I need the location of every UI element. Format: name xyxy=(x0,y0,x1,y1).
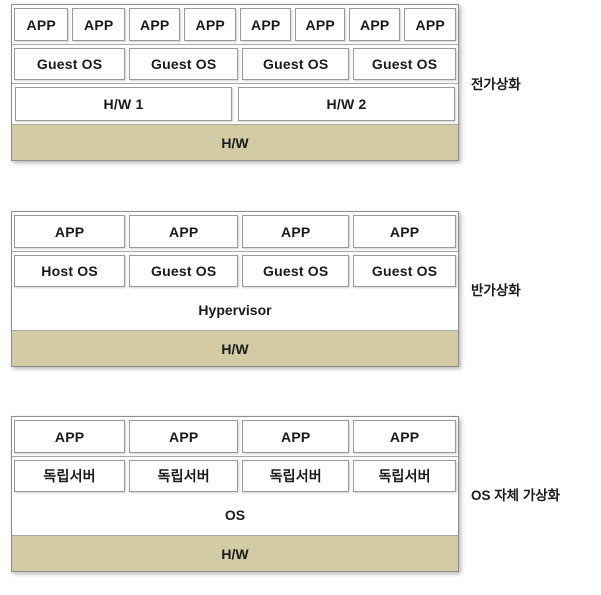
app-cell: APP xyxy=(128,8,181,41)
guest-os-cell: Guest OS xyxy=(353,255,456,287)
app-band-para: APP APP APP APP xyxy=(12,212,458,251)
app-band-os-level: APP APP APP APP xyxy=(12,417,458,456)
container-cell: 독립서버 xyxy=(14,460,126,492)
hypervisor-band: Hypervisor xyxy=(12,290,458,330)
app-cell: APP xyxy=(184,8,236,41)
app-cell: APP xyxy=(353,215,456,248)
app-cell: APP xyxy=(129,420,239,453)
container-cell: 독립서버 xyxy=(242,460,350,492)
app-cell: APP xyxy=(242,420,350,453)
app-cell: APP xyxy=(239,8,292,41)
app-cell: APP xyxy=(14,215,126,248)
guest-os-cell: Guest OS xyxy=(129,48,239,80)
container-cell: 독립서버 xyxy=(129,460,239,492)
app-cell: APP xyxy=(14,420,126,453)
guest-os-cell: Guest OS xyxy=(242,255,350,287)
diagram-full-virtualization: APP APP APP APP APP APP APP APP Guest OS… xyxy=(0,4,601,161)
app-cell: APP xyxy=(404,8,456,41)
host-os-cell: Host OS xyxy=(14,255,126,287)
diagram-stack-para: APP APP APP APP Host OS Guest OS Guest O… xyxy=(11,211,459,367)
hardware-node-cell: H/W 1 xyxy=(15,87,232,121)
app-cell: APP xyxy=(348,8,401,41)
os-band-os-level: OS xyxy=(12,495,458,535)
hardware-band-para: H/W xyxy=(12,330,458,366)
guest-os-cell: Guest OS xyxy=(242,48,350,80)
diagram-stack-full: APP APP APP APP APP APP APP APP Guest OS… xyxy=(11,4,459,161)
caption-full-virtualization: 전가상화 xyxy=(471,76,521,92)
diagram-os-level-virtualization: APP APP APP APP 독립서버 독립서버 독립서버 독립서버 OS H… xyxy=(0,416,601,572)
hardware-node-cell: H/W 2 xyxy=(238,87,455,121)
app-cell: APP xyxy=(242,215,350,248)
diagram-stack-os-level: APP APP APP APP 독립서버 독립서버 독립서버 독립서버 OS H… xyxy=(11,416,459,572)
hardware-band-full: H/W xyxy=(12,124,458,160)
guest-os-band-full: Guest OS Guest OS Guest OS Guest OS xyxy=(12,44,458,83)
diagram-para-virtualization: APP APP APP APP Host OS Guest OS Guest O… xyxy=(0,211,601,367)
os-band-para: Host OS Guest OS Guest OS Guest OS xyxy=(12,251,458,290)
guest-os-cell: Guest OS xyxy=(353,48,456,80)
app-band-full: APP APP APP APP APP APP APP APP xyxy=(12,5,458,44)
app-cell: APP xyxy=(353,420,456,453)
hardware-node-band-full: H/W 1 H/W 2 xyxy=(12,83,458,124)
container-band-os-level: 독립서버 독립서버 독립서버 독립서버 xyxy=(12,456,458,495)
app-cell: APP xyxy=(72,8,125,41)
caption-para-virtualization: 반가상화 xyxy=(471,283,521,298)
guest-os-cell: Guest OS xyxy=(129,255,239,287)
container-cell: 독립서버 xyxy=(353,460,456,492)
app-cell: APP xyxy=(14,8,69,41)
caption-os-level-virtualization: OS 자체 가상화 xyxy=(471,488,561,503)
hardware-band-os-level: H/W xyxy=(12,535,458,571)
app-cell: APP xyxy=(295,8,345,41)
app-cell: APP xyxy=(129,215,239,248)
guest-os-cell: Guest OS xyxy=(14,48,126,80)
